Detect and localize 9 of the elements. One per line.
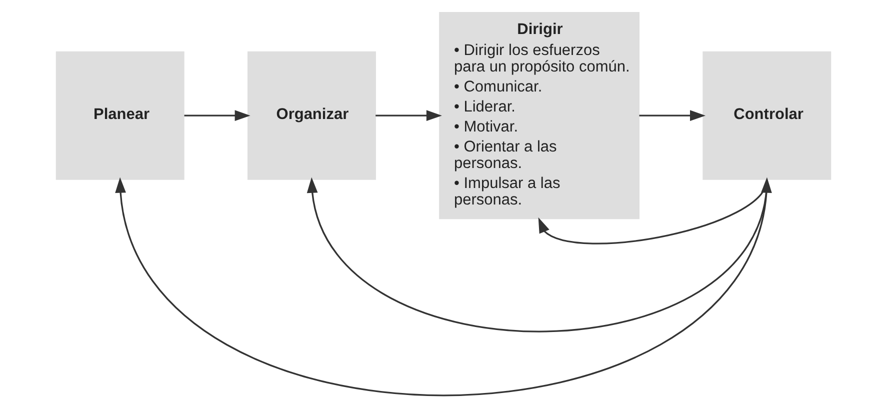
arrow [376,110,442,122]
arrow [639,110,706,122]
arrow [538,180,768,244]
node-box: Planear [56,51,184,180]
arrow [306,177,768,332]
arrow [184,110,250,122]
node-box: Organizar [247,51,376,180]
node-box: Controlar [702,51,832,180]
node-box: Dirigir • Dirigir los esfuerzos para un propósito común. • Comunicar. • Liderar. • Motivar. • Orientar a las personas. • Impulsar a las personas. [439,12,640,220]
